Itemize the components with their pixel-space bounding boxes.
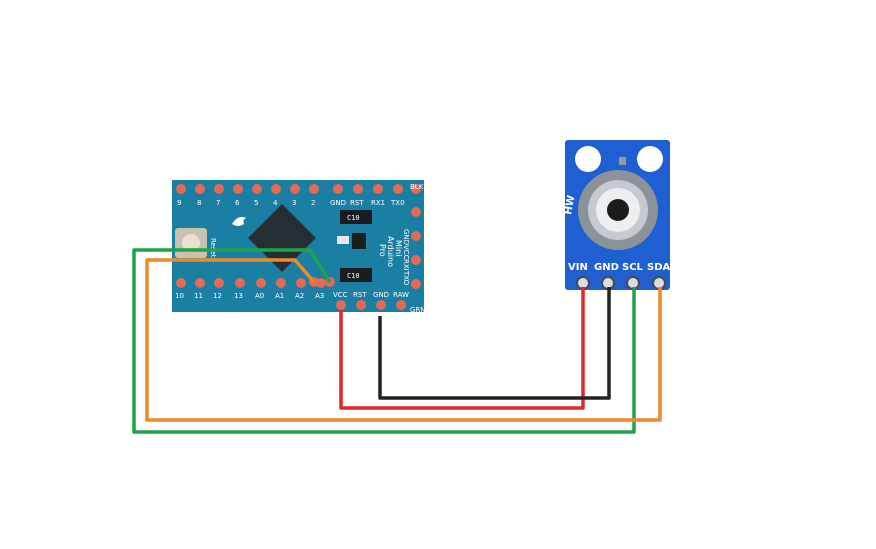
pin-pad xyxy=(411,255,421,265)
sensor-pin-label: GND xyxy=(594,262,619,273)
top-pin-label: 5 xyxy=(254,199,258,207)
capacitor-top-label: C10 xyxy=(347,214,360,222)
microcontroller-chip xyxy=(248,204,316,272)
top-pin-label: 3 xyxy=(292,199,296,207)
sensor-pin-label: SDA xyxy=(647,262,671,273)
board-name-line: Arduino xyxy=(386,236,395,267)
pin-pad xyxy=(235,278,245,288)
top-pin-label: GND xyxy=(330,199,346,207)
top-pin-label: 6 xyxy=(235,199,240,207)
pin-pad xyxy=(176,278,186,288)
top-pin-label: 9 xyxy=(177,199,181,207)
pin-pad xyxy=(411,279,421,289)
side-pin-label: TXO xyxy=(402,270,410,286)
sensor-indicator xyxy=(619,157,626,165)
pin-pad xyxy=(411,207,421,217)
pin-pad xyxy=(233,184,243,194)
pin-pad xyxy=(195,278,205,288)
reset-label: Reset xyxy=(209,238,217,258)
bottom-pin-label: A1 xyxy=(275,292,284,300)
bottom-pin-label: A3 xyxy=(315,292,324,300)
bottom-pin-label: 13 xyxy=(234,292,243,300)
bottom-pin-label: RST xyxy=(353,291,367,299)
sensor-pin-label: SCL xyxy=(622,262,644,273)
pin-pad xyxy=(411,231,421,241)
pin-pad xyxy=(290,184,300,194)
pin-pad xyxy=(214,184,224,194)
board-name-line: Mini xyxy=(394,240,403,256)
top-pin-label: 4 xyxy=(273,199,278,207)
top-pin-label: 8 xyxy=(197,199,201,207)
mounting-hole-right xyxy=(637,146,663,172)
bottom-pin-label: RAW xyxy=(393,291,409,299)
capacitor-top xyxy=(340,210,372,224)
reset-button-cap xyxy=(182,234,200,252)
top-pin-label: RX1 xyxy=(371,199,385,207)
board-name-line: Pro xyxy=(378,244,387,257)
mounting-hole-left xyxy=(575,146,601,172)
sparkfun-logo-icon xyxy=(232,216,246,226)
regulator xyxy=(337,236,349,244)
pin-pad xyxy=(252,184,262,194)
top-pin-label: 7 xyxy=(216,199,220,207)
wires xyxy=(132,248,662,434)
arduino-bottom-pin-row: 10 11 12 13 A0 A1 A2 A3 VCC RST GND RAW … xyxy=(175,278,426,314)
pin-pad xyxy=(411,184,421,194)
bottom-pin-label: 10 xyxy=(175,292,184,300)
blk-label: BLK xyxy=(410,183,424,191)
pin-pad xyxy=(393,184,403,194)
pin-pad xyxy=(296,278,306,288)
pin-pad xyxy=(396,300,406,310)
bottom-pin-label: 12 xyxy=(213,292,222,300)
capacitor-bottom xyxy=(340,268,372,282)
pin-pad xyxy=(276,278,286,288)
bottom-pin-label: GND xyxy=(373,291,389,299)
pin-pad xyxy=(176,184,186,194)
pin-pad xyxy=(353,184,363,194)
arduino-side-pin-column: GND VCC RXI TXO xyxy=(402,207,421,289)
wire-scl xyxy=(132,248,636,434)
grn-label: GRN xyxy=(410,306,426,314)
pin-pad xyxy=(256,278,266,288)
arduino-top-pin-row: 9 8 7 6 5 4 3 2 GND RST RX1 TX0 BLK xyxy=(176,183,424,207)
pin-pad xyxy=(373,184,383,194)
top-pin-label: RST xyxy=(350,199,364,207)
sensor-lens xyxy=(607,199,629,221)
pin-pad xyxy=(271,184,281,194)
pin-pad xyxy=(356,300,366,310)
arduino-pro-mini-board: 9 8 7 6 5 4 3 2 GND RST RX1 TX0 BLK xyxy=(172,180,426,314)
side-pin-label: RXI xyxy=(402,259,410,271)
bottom-pin-label: 11 xyxy=(194,292,203,300)
bottom-pin-label: VCC xyxy=(333,291,348,299)
side-pin-label: GND xyxy=(402,229,410,245)
capacitor-bottom-label: C10 xyxy=(347,272,360,280)
bottom-pin-label: A0 xyxy=(255,292,264,300)
pin-pad xyxy=(195,184,205,194)
bottom-pin-label: A2 xyxy=(295,292,304,300)
pin-pad xyxy=(214,278,224,288)
top-pin-label: TX0 xyxy=(390,199,405,207)
wire-gnd xyxy=(378,287,611,400)
ir-temperature-sensor-module: HW VIN GND SCL SDA xyxy=(563,140,671,290)
pin-pad xyxy=(309,184,319,194)
wire-vcc xyxy=(339,287,585,410)
sensor-pin-label: VIN xyxy=(568,262,588,273)
regulator-body xyxy=(352,233,366,249)
pin-pad xyxy=(336,300,346,310)
wire-sda xyxy=(145,258,662,422)
pin-pad xyxy=(376,300,386,310)
side-pin-label: VCC xyxy=(402,245,410,260)
sensor-brand-label: HW xyxy=(563,194,577,215)
top-pin-label: 2 xyxy=(311,199,315,207)
board-name: Mini Arduino Pro xyxy=(378,236,403,267)
pin-pad xyxy=(333,184,343,194)
